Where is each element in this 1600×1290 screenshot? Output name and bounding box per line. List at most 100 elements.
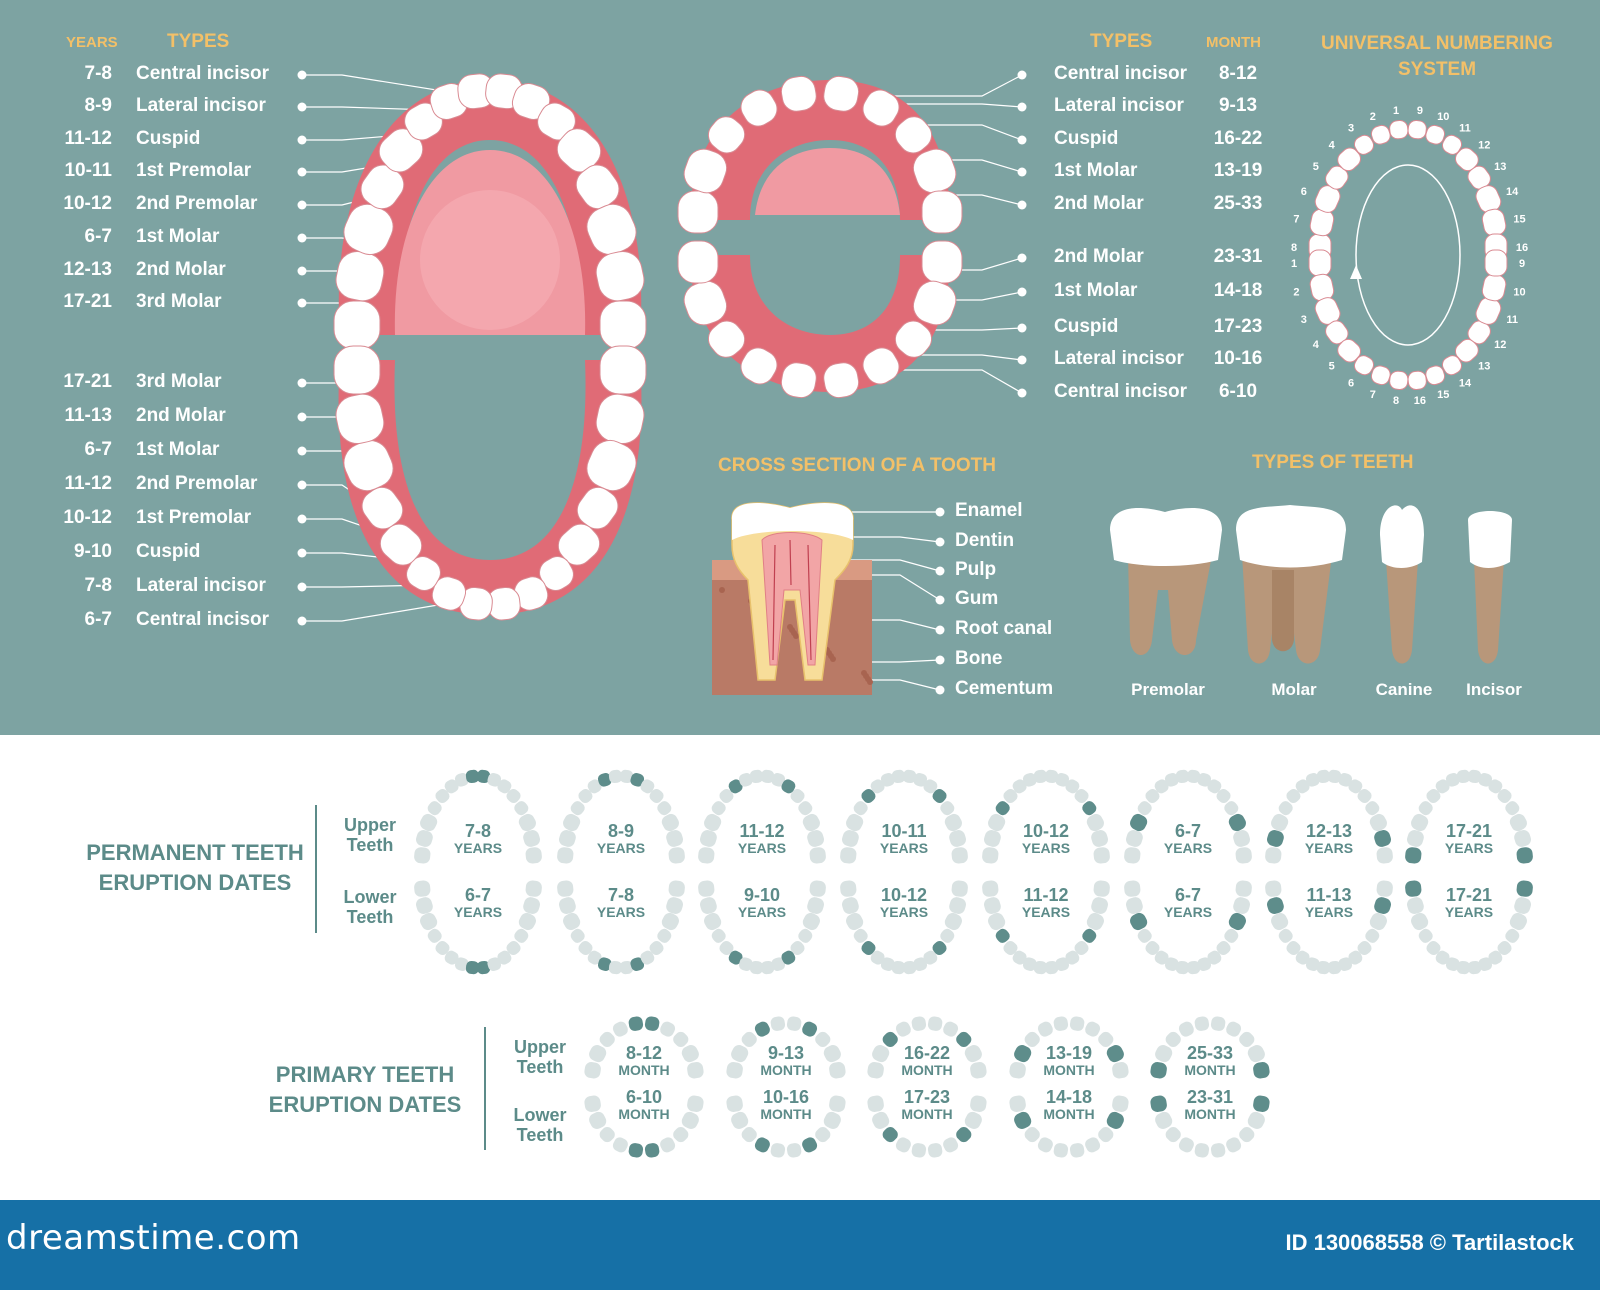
permanent-chart-7-upper-tooth-3 <box>1418 801 1433 816</box>
tooth-crown <box>1441 355 1463 376</box>
tooth-type-label-1: Molar <box>1271 680 1317 699</box>
permanent-chart-6-upper-tooth-5 <box>1295 779 1310 794</box>
tr-lower-month-2: 17-23 <box>1213 316 1263 337</box>
tooth-crown <box>1407 370 1427 390</box>
perm-upper-tooth-0 <box>333 300 381 350</box>
primary-chart-4-upper-tooth-5 <box>1210 1016 1226 1031</box>
permanent-chart-3-upper-tooth-5 <box>870 779 885 794</box>
permanent-chart-7-lower-tooth-6 <box>1445 957 1460 972</box>
primary-chart-3-upper-tooth-1 <box>1014 1045 1032 1063</box>
tr-upper-month-3: 13-19 <box>1213 160 1263 181</box>
tl-upper-years-7: 17-21 <box>63 291 112 312</box>
tl-lower-type-3: 2nd Premolar <box>136 473 258 494</box>
primary-chart-4-lower-tooth-5 <box>1210 1143 1226 1158</box>
permanent-chart-4-lower-tooth-5 <box>1012 950 1027 965</box>
permanent-chart-0-upper-tooth-11 <box>506 788 521 804</box>
prim-lower-tooth-3 <box>862 347 900 385</box>
tooth-type-label-0: Premolar <box>1131 680 1205 699</box>
prim-lower-tooth-7 <box>707 320 746 358</box>
permanent-chart-6-upper-tooth-4 <box>1286 788 1301 804</box>
primary-chart-3-lower-tooth-6 <box>1085 1137 1101 1153</box>
permanent-chart-1-lower-tooth-3 <box>570 928 585 943</box>
universal-arrow-head <box>1350 265 1362 279</box>
primary-chart-2-lower-tooth-4 <box>911 1143 927 1158</box>
permanent-chart-5-lower-tooth-2 <box>1130 912 1148 931</box>
permanent-chart-1-lower-tooth-1 <box>559 897 576 914</box>
permanent-chart-7-upper-tooth-9 <box>1478 772 1493 787</box>
tl-lower-type-1: 2nd Molar <box>136 405 226 426</box>
prim-upper-tooth-4 <box>780 75 817 112</box>
tr-lower-type-0: 2nd Molar <box>1054 246 1144 267</box>
permanent-chart-5-upper-tooth-7 <box>1175 769 1190 784</box>
tooth-crown <box>707 320 746 358</box>
primary-chart-2-upper-tooth-9 <box>970 1062 987 1079</box>
permanent-chart-0-upper-tooth-4 <box>435 788 450 804</box>
primary-chart-3-upper-value: 13-19 <box>1045 1043 1093 1063</box>
primary-chart-1-upper-tooth-7 <box>815 1031 831 1047</box>
tooth-crown <box>780 75 817 112</box>
permanent-chart-0-lower-tooth-1 <box>416 897 433 914</box>
primary-chart-3-upper-tooth-6 <box>1085 1021 1101 1037</box>
universal-lower-number-5: 6 <box>1348 378 1354 390</box>
primary-chart-2-lower-tooth-7 <box>956 1127 972 1143</box>
tr-lower-type-1: 1st Molar <box>1054 280 1138 301</box>
tl-upper-type-4: 2nd Premolar <box>136 193 258 214</box>
permanent-chart-0-lower-tooth-9 <box>487 957 502 972</box>
perm-lower-tooth-3 <box>576 486 619 530</box>
tr-lower-month-4: 6-10 <box>1218 381 1258 402</box>
primary-lower-arch <box>677 240 963 399</box>
primary-chart-4-lower-tooth-4 <box>1194 1143 1210 1158</box>
primary-chart-0-upper-tooth-1 <box>589 1045 607 1063</box>
footer-logo[interactable]: dreamstime.com <box>6 1218 301 1258</box>
connector-line <box>302 584 431 588</box>
permanent-chart-2-lower-tooth-13 <box>802 912 820 931</box>
pulp <box>761 532 823 666</box>
permanent-chart-2-lower-tooth-10 <box>781 950 796 965</box>
primary-chart-4-upper-tooth-1 <box>1155 1045 1173 1063</box>
permanent-chart-6-upper-unit: YEARS <box>1304 840 1354 856</box>
permanent-chart-6-lower-tooth-8 <box>1327 960 1342 975</box>
permanent-chart-2-lower-tooth-1 <box>700 897 717 914</box>
tooth-crown <box>1441 134 1463 155</box>
permanent-chart-3-lower-tooth-4 <box>861 940 876 956</box>
permanent-chart-2 <box>698 769 826 975</box>
primary-upper-palate <box>755 148 900 215</box>
permanent-chart-2-upper-tooth-14 <box>807 830 824 847</box>
incisor-crown <box>1468 511 1512 568</box>
permanent-chart-7-lower-tooth-13 <box>1509 912 1527 931</box>
universal-upper-number-11: 12 <box>1478 139 1490 151</box>
permanent-title-line2: ERUPTION DATES <box>98 870 292 895</box>
permanent-chart-4-lower-tooth-15 <box>1093 880 1110 897</box>
permanent-chart-2-lower-tooth-3 <box>711 928 726 943</box>
permanent-chart-2-upper-tooth-12 <box>798 801 813 816</box>
permanent-chart-6-upper-value: 12-13 <box>1305 821 1353 841</box>
universal-lower-number-12: 12 <box>1494 339 1506 351</box>
permanent-chart-2-lower-tooth-2 <box>704 912 722 931</box>
universal-lower-number-9: 15 <box>1437 389 1449 401</box>
permanent-chart-2-lower-tooth-14 <box>807 897 824 914</box>
tooth-crown <box>599 345 647 395</box>
universal-lower-tooth-7 <box>1389 370 1409 390</box>
tooth-crown <box>333 300 381 350</box>
tooth-crown <box>406 556 441 591</box>
permanent-chart-3-lower-tooth-1 <box>842 897 859 914</box>
tooth-crown <box>576 486 619 530</box>
permanent-chart-1-lower-tooth-0 <box>557 880 574 897</box>
permanent-chart-1-upper-tooth-1 <box>559 830 576 847</box>
tr-lower-month-1: 14-18 <box>1213 280 1263 301</box>
permanent-chart-3-upper-tooth-3 <box>853 801 868 816</box>
primary-chart-3 <box>1009 1016 1129 1158</box>
universal-upper-tooth-7 <box>1389 120 1409 140</box>
universal-upper-number-14: 15 <box>1513 213 1525 225</box>
permanent-chart-6-lower-tooth-12 <box>1365 928 1380 943</box>
tl-lower-years-6: 7-8 <box>84 575 112 596</box>
primary-chart-0-lower-tooth-6 <box>660 1137 676 1153</box>
permanent-chart-2-lower-unit: YEARS <box>737 904 787 920</box>
connector-dot <box>297 102 307 112</box>
permanent-chart-2-lower-value: 9-10 <box>743 885 781 905</box>
permanent-chart-7-upper-tooth-8 <box>1467 769 1482 784</box>
universal-lower-number-7: 8 <box>1393 395 1399 407</box>
permanent-upper-arch <box>333 73 647 350</box>
tooth-crown <box>1484 249 1508 277</box>
permanent-chart-5-lower-tooth-1 <box>1126 897 1143 914</box>
